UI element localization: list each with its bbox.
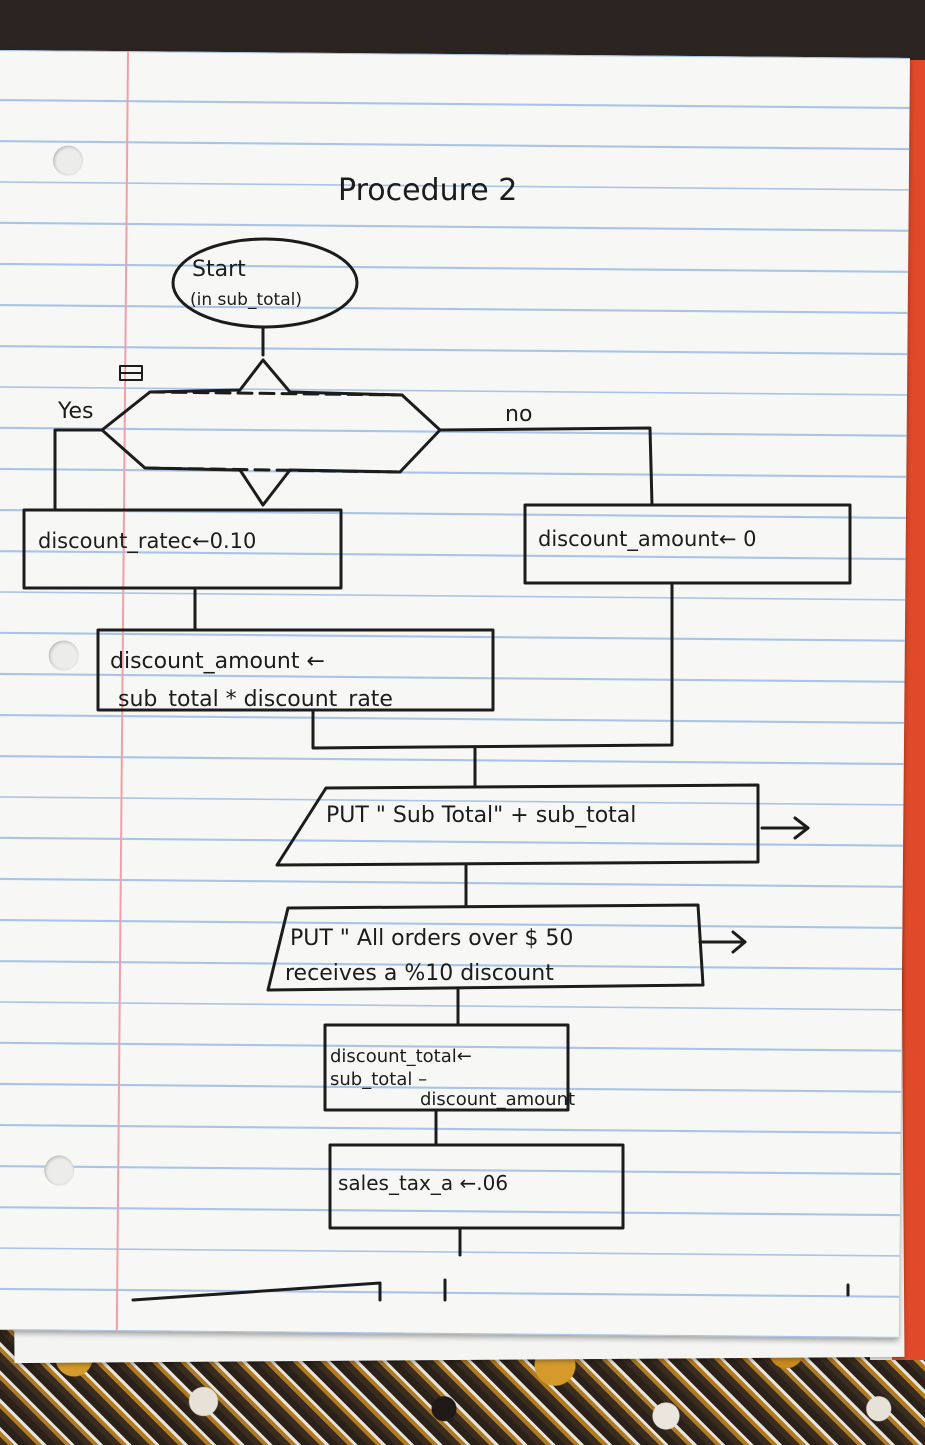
start-param: (in sub_total) — [190, 290, 302, 310]
put-orders-line1: PUT " All orders over $ 50 — [290, 926, 573, 951]
decision-shape — [100, 358, 442, 507]
start-terminal — [171, 237, 359, 329]
zero-amount-box-text: discount_amount← 0 — [538, 527, 757, 552]
discount-total-line1: discount_total← — [330, 1046, 472, 1067]
put-subtotal-text: PUT " Sub Total" + sub_total — [326, 803, 636, 828]
yes-label: Yes — [57, 399, 94, 424]
amount-calc-line2: sub_total * discount_rate — [118, 687, 393, 712]
no-label: no — [505, 402, 532, 427]
sales-tax-process-box — [328, 1143, 625, 1230]
sales-tax-text: sales_tax_a ←.06 — [338, 1171, 508, 1195]
page-title: Procedure 2 — [338, 173, 517, 208]
discount-total-line2: sub_total – — [330, 1069, 427, 1090]
rate-box-text: discount_ratec←0.10 — [38, 529, 256, 554]
put-subtotal-io-shape — [275, 783, 760, 867]
zero-amount-process-box — [523, 503, 852, 585]
discount-total-process-box — [323, 1023, 570, 1112]
put-orders-line2: receives a %10 discount — [285, 961, 554, 986]
amount-calc-process-box — [96, 628, 495, 712]
start-label: Start — [192, 257, 246, 282]
put-orders-io-shape — [266, 903, 705, 992]
amount-calc-line1: discount_amount ← — [110, 649, 325, 674]
rate-process-box — [22, 508, 343, 590]
discount-total-line3: discount_amount — [420, 1089, 575, 1110]
